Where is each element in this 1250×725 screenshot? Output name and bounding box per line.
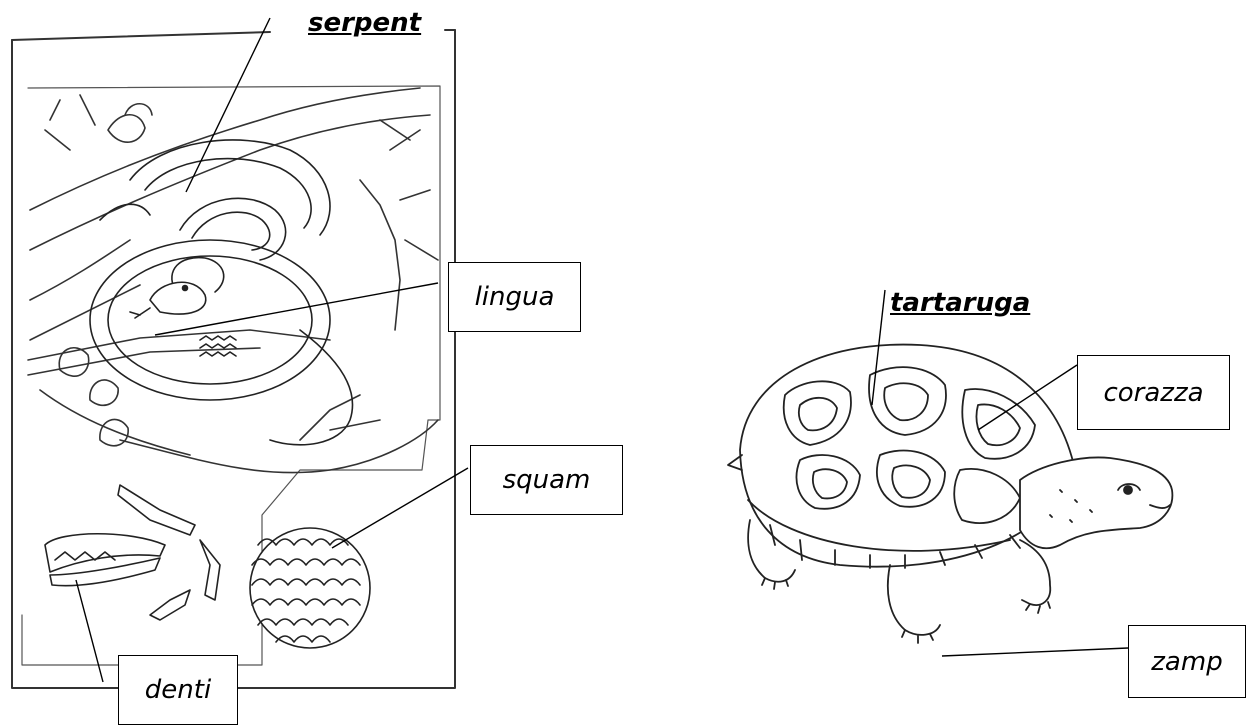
label-lingua: lingua	[475, 284, 555, 310]
label-zamp: zamp	[1151, 649, 1222, 675]
label-squam: squam	[503, 467, 591, 493]
turtle-front-leg	[1020, 540, 1050, 605]
denti-leader-line	[76, 580, 103, 682]
snake-title: serpent	[308, 10, 421, 36]
snake-skulls	[45, 485, 220, 620]
turtle-front-leg-2	[888, 565, 940, 635]
leader-lines	[76, 18, 1128, 682]
snake-body	[90, 140, 353, 445]
turtle-head	[1020, 457, 1172, 548]
branches	[28, 88, 438, 473]
snake-inner-panel	[22, 86, 440, 665]
turtle-title: tartaruga	[890, 290, 1030, 316]
label-denti: denti	[145, 677, 211, 703]
zamp-leader-line	[942, 648, 1128, 656]
serpent-leader-line	[186, 18, 270, 192]
label-box-lingua: lingua	[448, 262, 581, 332]
label-corazza: corazza	[1103, 380, 1203, 406]
label-box-squam: squam	[470, 445, 623, 515]
label-box-zamp: zamp	[1128, 625, 1246, 698]
scale-magnifier	[250, 528, 370, 648]
label-box-corazza: corazza	[1077, 355, 1230, 430]
label-box-denti: denti	[118, 655, 238, 725]
squam-leader-line	[332, 468, 468, 548]
